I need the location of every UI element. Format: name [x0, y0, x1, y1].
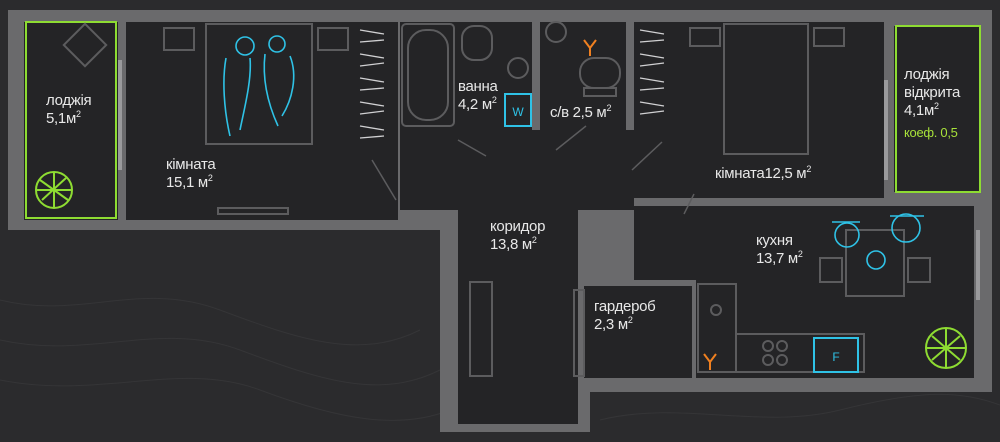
floor-bath	[400, 22, 532, 130]
closet-hatch-left	[359, 29, 385, 139]
washer-label: W	[512, 105, 524, 119]
room-area: 15,1 м	[166, 174, 208, 191]
room-area: 13,8 м	[490, 236, 532, 253]
room-name-2: відкрита	[904, 84, 960, 101]
floor-loggia-right	[894, 26, 980, 192]
label-room-small: кімната12,5 м2	[715, 165, 811, 183]
plant-icon-left	[35, 171, 73, 209]
bed-big-room	[163, 23, 349, 145]
room-floors	[24, 22, 980, 424]
kitchen-counter	[697, 283, 865, 373]
floor-corridor	[400, 130, 634, 210]
gas-riser-icon	[703, 353, 717, 370]
floor-corridor-lower	[458, 206, 578, 424]
floor-wc	[540, 22, 626, 130]
loggia-right-outline	[895, 25, 981, 193]
plant-icon-right	[925, 327, 967, 369]
bath-sink-icon	[461, 21, 567, 79]
room-area: 13,7 м	[756, 250, 798, 267]
wardrobe-bar-big-room	[217, 207, 289, 215]
closet-hatch-right	[639, 29, 665, 115]
label-wc: с/в 2,5 м2	[550, 104, 611, 122]
fridge-label: F	[832, 350, 839, 364]
floor-closet-strip	[352, 22, 392, 220]
floor-wardrobe	[584, 286, 692, 378]
loggia-left-outline	[25, 21, 117, 219]
corridor-cabinet	[469, 281, 493, 377]
room-name: лоджія	[46, 92, 92, 109]
area-unit-sup: 2	[627, 315, 633, 325]
washer-icon	[504, 93, 532, 127]
area-unit-sup: 2	[606, 103, 612, 113]
water-riser-icon	[583, 39, 597, 56]
area-unit-sup: 2	[797, 249, 803, 259]
room-area: 5,1м	[46, 110, 76, 127]
floor-kitchen-top	[634, 206, 696, 280]
label-loggia-left: лоджія 5,1м2	[46, 92, 92, 128]
label-bath: ванна 4,2 м2	[458, 78, 498, 114]
wardrobe-shelf	[573, 289, 585, 377]
label-corridor: коридор 13,8 м2	[490, 218, 545, 254]
label-kitchen: кухня 13,7 м2	[756, 232, 803, 268]
label-room-big: кімната 15,1 м2	[166, 156, 216, 192]
room-name: кухня	[756, 232, 793, 249]
area-unit-sup: 2	[491, 95, 497, 105]
label-loggia-right: лоджія відкрита 4,1м2 коеф. 0,5	[904, 66, 960, 142]
area-unit-sup: 2	[75, 109, 81, 119]
loggia-chair	[62, 22, 108, 68]
room-label: кімната12,5 м	[715, 165, 807, 182]
room-area: 2,3 м	[594, 316, 628, 333]
room-name: коридор	[490, 218, 546, 235]
room-label: с/в 2,5 м	[550, 104, 607, 121]
room-area: 4,1м	[904, 102, 934, 119]
doors	[371, 125, 695, 215]
area-coefficient: коеф. 0,5	[904, 125, 958, 140]
sleeping-people-icon	[223, 35, 295, 137]
dining-people-icon	[832, 213, 924, 270]
floor-room-small	[634, 22, 884, 198]
room-name: ванна	[458, 78, 498, 95]
area-unit-sup: 2	[806, 164, 812, 174]
bed-small-room	[689, 23, 845, 155]
area-unit-sup: 2	[207, 173, 213, 183]
area-unit-sup: 2	[933, 101, 939, 111]
fridge-icon	[813, 337, 859, 373]
kitchen-table	[819, 229, 931, 297]
windows	[118, 60, 980, 300]
bathtub-icon	[401, 23, 455, 127]
room-name: лоджія	[904, 66, 950, 83]
room-area: 4,2 м	[458, 96, 492, 113]
room-name: кімната	[166, 156, 216, 173]
room-name: гардероб	[594, 298, 656, 315]
label-wardrobe: гардероб 2,3 м2	[594, 298, 656, 334]
area-unit-sup: 2	[531, 235, 537, 245]
toilet-icon	[579, 57, 621, 97]
